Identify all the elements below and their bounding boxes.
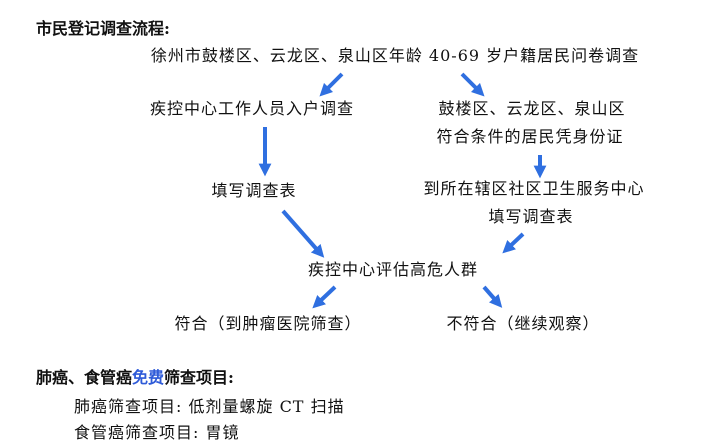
node-cdc-risk-assessment: 疾控中心评估高危人群 (307, 260, 479, 279)
node-questionnaire-survey: 徐州市鼓楼区、云龙区、泉山区年龄 40-69 岁户籍居民问卷调查 (150, 46, 640, 65)
node-community-center-line2: 填写调查表 (488, 207, 574, 226)
arrow-assess-to-eligible (312, 285, 337, 309)
node-community-center-line1: 到所在辖区社区卫生服务中心 (423, 179, 645, 198)
node-eligible-residents-line1: 鼓楼区、云龙区、泉山区 (438, 99, 626, 118)
arrow-top-to-right (460, 72, 485, 97)
node-fill-form-left: 填写调查表 (211, 181, 297, 200)
arrow-top-to-left (319, 72, 344, 97)
arrow-right-to-assess (502, 232, 525, 254)
esophageal-cancer-screening-item: 食管癌筛查项目: 胃镜 (74, 423, 240, 442)
screening-title-part1: 肺癌、食管癌 (36, 368, 133, 387)
node-cdc-home-survey: 疾控中心工作人员入户调查 (149, 99, 355, 118)
flow-title: 市民登记调查流程: (36, 19, 170, 38)
screening-title-free: 免费 (132, 368, 165, 387)
arrow-assess-to-not-eligible (482, 285, 503, 308)
screening-title: 肺癌、食管癌免费筛查项目: (36, 370, 234, 386)
node-result-eligible: 符合（到肿瘤医院筛查） (174, 314, 362, 333)
node-eligible-residents-line2: 符合条件的居民凭身份证 (436, 127, 624, 146)
lung-cancer-screening-item: 肺癌筛查项目: 低剂量螺旋 CT 扫描 (74, 397, 345, 416)
arrow-left-to-assess (281, 209, 325, 258)
node-result-not-eligible: 不符合（继续观察） (446, 314, 600, 333)
screening-title-part2: 筛查项目: (164, 368, 234, 387)
